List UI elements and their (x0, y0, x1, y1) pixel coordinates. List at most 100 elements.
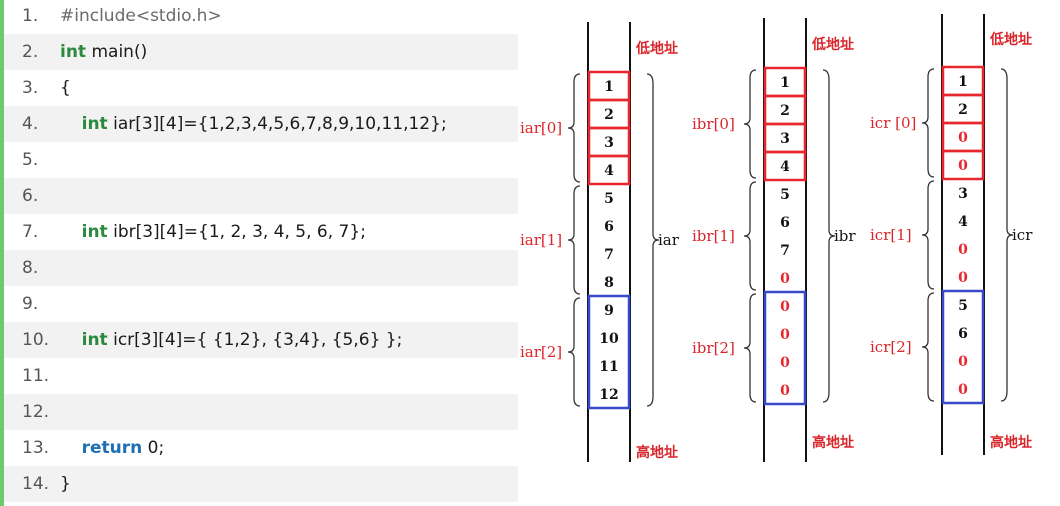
memory-cell-value: 0 (780, 299, 790, 315)
code-line: 11. (4, 358, 518, 394)
code-line: 9. (4, 286, 518, 322)
code-token: iar[3][4]={1,2,3,4,5,6,7,8,9,10,11,12}; (107, 114, 447, 134)
memory-cell-value: 0 (780, 271, 790, 287)
memory-cell-value: 6 (958, 326, 968, 342)
line-number: 5. (22, 150, 39, 170)
memory-cell-value: 11 (599, 359, 618, 375)
array-name-label: icr (1012, 226, 1033, 244)
line-number: 4. (22, 114, 39, 134)
row-label: iar[2] (520, 343, 562, 361)
memory-cell-value: 3 (958, 186, 968, 202)
array-brace (646, 73, 660, 407)
row-brace (743, 181, 757, 291)
code-text: int ibr[3][4]={1, 2, 3, 4, 5, 6, 7}; (60, 222, 366, 242)
memory-row-box (941, 289, 985, 405)
row-label: ibr[1] (692, 227, 735, 245)
memory-cell-box (763, 150, 807, 182)
memory-cell-value: 0 (958, 354, 968, 370)
memory-cell-value: 6 (604, 219, 614, 235)
code-line: 2. int main() (4, 34, 518, 70)
code-token: #include<stdio.h> (60, 6, 222, 26)
row-label: ibr[0] (692, 115, 735, 133)
code-line: 8. (4, 250, 518, 286)
code-line: 4. int iar[3][4]={1,2,3,4,5,6,7,8,9,10,1… (4, 106, 518, 142)
memory-cell-value: 2 (604, 107, 614, 123)
code-line: 1. #include<stdio.h> (4, 0, 518, 34)
memory-cell-value: 2 (780, 103, 790, 119)
code-keyword: int (81, 222, 108, 242)
memory-row-box (587, 294, 631, 410)
code-line: 12. (4, 394, 518, 430)
memory-cell-value: 0 (780, 327, 790, 343)
row-brace (921, 180, 935, 290)
memory-row-box (763, 290, 807, 406)
row-brace (567, 73, 581, 183)
memory-cell-value: 5 (780, 187, 790, 203)
line-number: 7. (22, 222, 39, 242)
row-brace (921, 68, 935, 178)
line-number: 2. (22, 42, 39, 62)
code-text: int icr[3][4]={ {1,2}, {3,4}, {5,6} }; (60, 330, 403, 350)
code-token: } (60, 474, 71, 494)
array-name-label: ibr (834, 227, 856, 245)
code-token (60, 114, 82, 134)
code-line: 13. return 0; (4, 430, 518, 466)
code-token: main() (86, 42, 148, 62)
line-number: 3. (22, 78, 39, 98)
line-number: 10. (22, 330, 50, 350)
code-token (60, 222, 82, 242)
line-number: 14. (22, 474, 50, 494)
memory-cell-value: 0 (958, 242, 968, 258)
memory-cell-value: 2 (958, 102, 968, 118)
memory-cell-value: 1 (780, 75, 790, 91)
code-line: 14.} (4, 466, 518, 502)
row-brace (567, 297, 581, 407)
code-keyword: int (81, 114, 108, 134)
code-keyword: int (60, 42, 87, 62)
row-label: iar[1] (520, 231, 562, 249)
row-brace (743, 69, 757, 179)
array-name-label: iar (658, 231, 680, 249)
memory-cell-value: 4 (780, 159, 790, 175)
code-text: #include<stdio.h> (60, 6, 222, 26)
memory-cell-value: 8 (604, 275, 614, 291)
memory-cell-value: 9 (604, 303, 614, 319)
code-token (60, 330, 82, 350)
code-line: 10. int icr[3][4]={ {1,2}, {3,4}, {5,6} … (4, 322, 518, 358)
code-token: { (60, 78, 71, 98)
array-brace (1000, 68, 1014, 402)
code-text: { (60, 78, 71, 98)
memory-cell-value: 1 (958, 74, 968, 90)
line-number: 9. (22, 294, 39, 314)
memory-diagram: 低地址高地址1234iar[0]5678iar[1]9101112iar[2]i… (520, 14, 1033, 462)
code-text: int main() (60, 42, 147, 62)
high-address-label: 高地址 (636, 444, 678, 461)
code-text: int iar[3][4]={1,2,3,4,5,6,7,8,9,10,11,1… (60, 114, 447, 134)
memory-cell-value: 10 (599, 331, 619, 347)
row-label: icr[1] (870, 226, 912, 244)
memory-cell-value: 6 (780, 215, 790, 231)
code-line: 5. (4, 142, 518, 178)
line-number: 8. (22, 258, 39, 278)
memory-cell-value: 12 (599, 387, 618, 403)
line-number: 1. (22, 6, 39, 26)
code-keyword: int (81, 330, 108, 350)
memory-cell-value: 4 (958, 214, 968, 230)
memory-cell-value: 0 (958, 270, 968, 286)
memory-cell-value: 7 (604, 247, 614, 263)
memory-cell-value: 7 (780, 243, 790, 259)
high-address-label: 高地址 (990, 434, 1032, 451)
row-brace (921, 292, 935, 402)
line-number: 6. (22, 186, 39, 206)
low-address-label: 低地址 (811, 36, 854, 53)
memory-cell-box (941, 149, 985, 181)
low-address-label: 低地址 (635, 40, 678, 57)
memory-cell-value: 5 (604, 191, 614, 207)
memory-cell-value: 0 (958, 158, 968, 174)
memory-cell-value: 0 (780, 383, 790, 399)
code-panel: 1. #include<stdio.h> 2. int main() 3. {4. int… (0, 0, 518, 506)
row-brace (743, 293, 757, 403)
code-keyword: return (81, 438, 143, 458)
code-token: icr[3][4]={ {1,2}, {3,4}, {5,6} }; (107, 330, 403, 350)
code-token: ibr[3][4]={1, 2, 3, 4, 5, 6, 7}; (107, 222, 366, 242)
